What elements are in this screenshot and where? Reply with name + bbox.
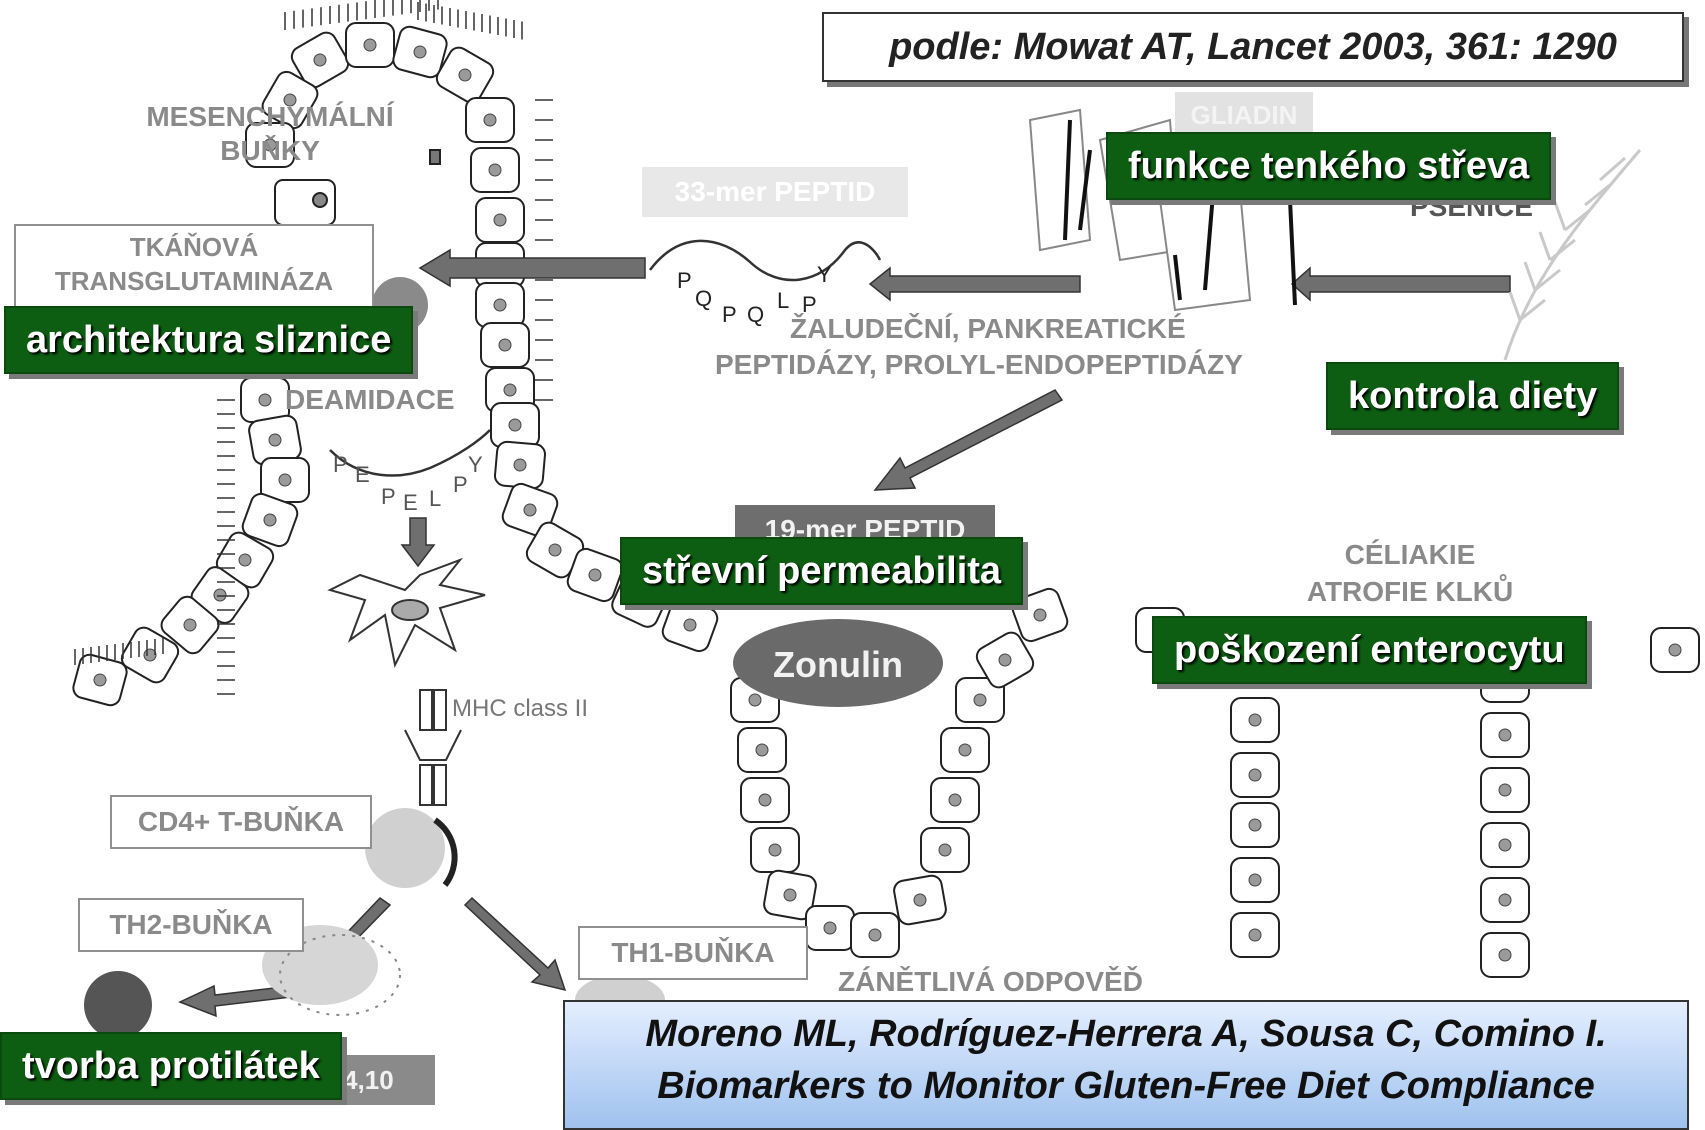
reference-line2: Biomarkers to Monitor Gluten-Free Diet C… [565,1060,1687,1112]
enterocyte-cell [1231,913,1279,957]
mesenchymal-cells-label: MESENCHYMÁLNÍ BUŇKY [120,100,420,167]
source-citation: podle: Mowat AT, Lancet 2003, 361: 1290 [822,12,1684,82]
cd4-t-cell-box: CD4+ T-BUŇKA [110,795,372,849]
peptide-letter: P [381,484,396,510]
highlight-small-intestine-function: funkce tenkého střeva [1106,132,1551,200]
deamidation-label: DEAMIDACE [285,383,455,417]
peptide-letters-top: P Q P Q L P Y [677,268,847,328]
enterocyte-cell [893,874,948,926]
peptide-33mer-box: 33-mer PEPTID [642,167,908,217]
enterocyte-cell [346,23,394,67]
reference-box: Moreno ML, Rodríguez-Herrera A, Sousa C,… [563,1000,1689,1130]
peptide-letter: L [777,288,789,314]
peptide-letter: Y [468,452,483,478]
enterocyte-cell [806,906,854,950]
peptide-letter: Q [747,302,764,328]
enterocyte-cell [1231,803,1279,847]
peptide-letter: L [429,486,441,512]
villous-atrophy-label: ATROFIE KLKŮ [1290,575,1530,609]
enterocyte-cell [1481,823,1529,867]
enterocyte-cell [491,403,539,447]
enterocyte-cell [1231,753,1279,797]
peptide-letter: E [403,490,418,516]
enterocyte-cell [741,778,789,822]
peptide-letters-deamidated: P E P E L P Y [333,452,483,512]
enterocyte-cell [941,728,989,772]
enterocyte-cell [1651,628,1699,672]
tissue-transglutaminase-box: TKÁŇOVÁ TRANSGLUTAMINÁZA [14,224,374,310]
peptide-letter: Y [817,262,832,288]
reference-line1: Moreno ML, Rodríguez-Herrera A, Sousa C,… [565,1008,1687,1060]
peptidases-line1: ŽALUDEČNÍ, PANKREATICKÉ [790,312,1186,346]
enterocyte-cell [1231,858,1279,902]
enterocyte-cell [476,198,524,242]
enterocyte-cell [1481,933,1529,977]
peptide-letter: P [677,268,692,294]
th1-cell-box: TH1-BUŇKA [578,926,808,980]
peptide-letter: P [802,292,817,318]
highlight-mucosa-architecture: architektura sliznice [4,306,413,374]
celiac-label: CÉLIAKIE [1290,538,1530,572]
inflammatory-response-label: ZÁNĚTLIVÁ ODPOVĚĎ [838,965,1143,999]
th2-cell-box: TH2-BUŇKA [78,898,304,952]
peptide-letter: P [722,302,737,328]
highlight-diet-control: kontrola diety [1326,362,1619,430]
enterocyte-cell [738,728,786,772]
enterocyte-cell [481,323,529,367]
enterocyte-cell [1481,768,1529,812]
highlight-intestinal-permeability: střevní permeabilita [620,537,1023,605]
zonulin-label: Zonulin [733,643,943,686]
dendritic-cell [330,560,485,665]
highlight-enterocyte-damage: poškození enterocytu [1152,616,1587,684]
mhc-label: MHC class II [452,695,588,724]
peptide-letter: P [333,452,348,478]
peptide-letter: P [453,472,468,498]
enterocyte-cell [1481,878,1529,922]
enterocyte-cell [921,828,969,872]
peptide-letter: E [355,462,370,488]
enterocyte-cell [1231,698,1279,742]
tissue-tg-line1: TKÁŇOVÁ [16,230,372,264]
tissue-tg-line2: TRANSGLUTAMINÁZA [16,264,372,298]
enterocyte-cell [71,653,129,708]
peptide-letter: Q [695,286,712,312]
highlight-antibody-production: tvorba protilátek [0,1032,342,1100]
enterocyte-cell [1481,713,1529,757]
enterocyte-cell [751,828,799,872]
enterocyte-cell [241,378,289,422]
enterocyte-cell [471,148,519,192]
enterocyte-cell [494,441,546,489]
peptidases-line2: PEPTIDÁZY, PROLYL-ENDOPEPTIDÁZY [715,348,1243,382]
enterocyte-cell [851,913,899,957]
enterocyte-cell [476,283,524,327]
enterocyte-cell [466,98,514,142]
enterocyte-cell [931,778,979,822]
crypt-cells [565,546,1070,957]
